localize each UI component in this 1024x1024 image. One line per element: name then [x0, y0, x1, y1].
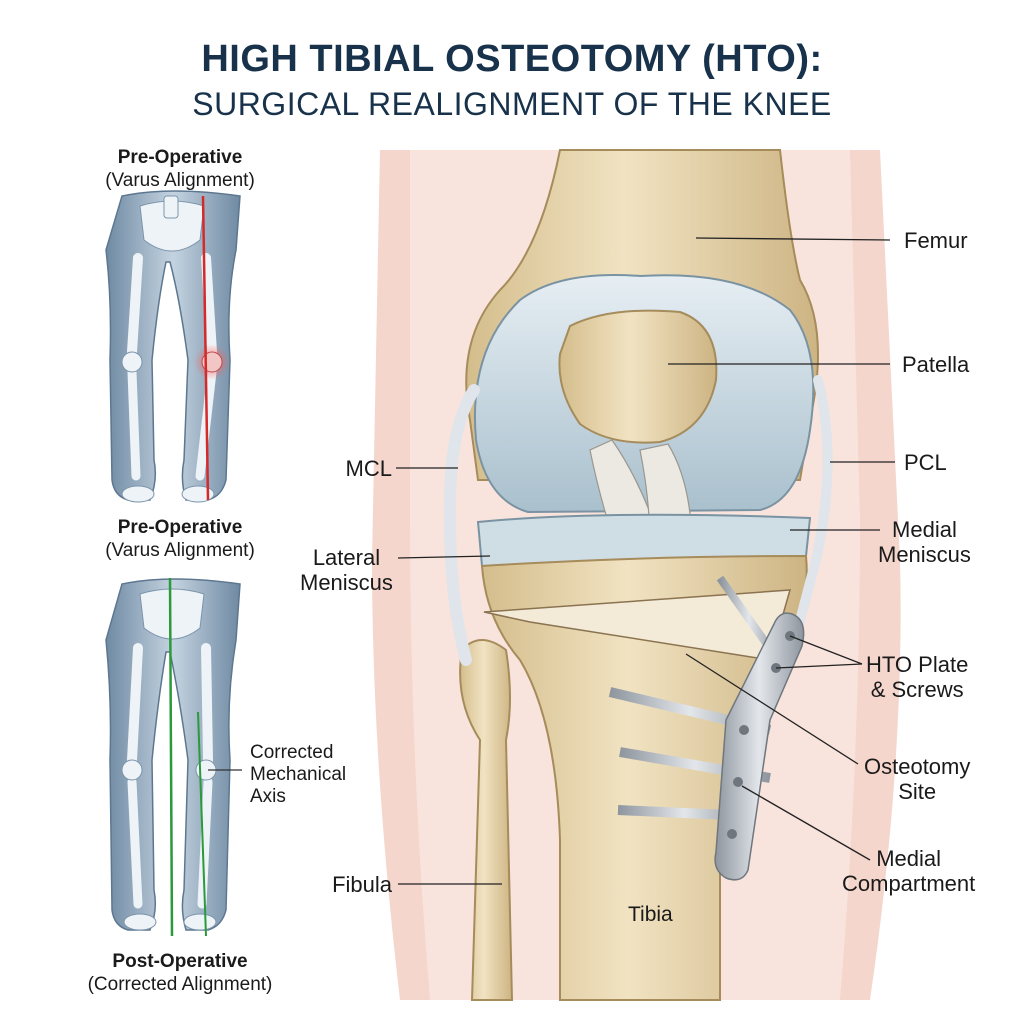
label-pcl: PCL [904, 450, 947, 475]
label-osteotomy-site-line2: Site [898, 779, 937, 804]
label-medial-compartment: Medial Compartment [842, 846, 975, 896]
axis-label: Corrected Mechanical Axis [250, 742, 346, 808]
leader-plate-2 [775, 663, 863, 669]
caption-top-sub: (Varus Alignment) [105, 170, 255, 191]
label-hto-plate-line1: HTO Plate [866, 652, 969, 677]
label-lateral-meniscus: Lateral Meniscus [300, 545, 393, 595]
label-medial-compartment-line1: Medial [876, 846, 942, 871]
varus-axis-line-top [201, 195, 210, 501]
label-fibula: Fibula [332, 872, 392, 897]
leader-medial-compartment [741, 785, 871, 861]
leader-femur [695, 237, 891, 241]
caption-bottom: Post-Operative (Corrected Alignment) [30, 950, 330, 996]
label-lateral-meniscus-line1: Lateral [312, 545, 381, 570]
leader-lateral-meniscus [397, 555, 491, 559]
caption-top: Pre-Operative (Varus Alignment) [40, 146, 320, 192]
knee-illustration [372, 149, 901, 1001]
caption-bottom-sub: (Corrected Alignment) [87, 974, 273, 995]
label-hto-plate-line2: & Screws [870, 677, 964, 702]
label-medial-meniscus-line1: Medial [892, 517, 957, 542]
legs-pre-op-middle [105, 577, 242, 937]
hto-plate [714, 612, 805, 881]
label-hto-plate: HTO Plate & Screws [866, 652, 968, 702]
label-patella: Patella [902, 352, 970, 377]
label-osteotomy-site-line1: Osteotomy [864, 754, 971, 779]
title-line-1: HIGH TIBIAL OSTEOTOMY (HTO): [201, 38, 823, 80]
patella-bone [558, 309, 718, 444]
caption-bottom-heading: Post-Operative [112, 951, 248, 972]
label-mcl: MCL [345, 456, 392, 481]
label-medial-compartment-line2: Compartment [842, 871, 976, 896]
label-osteotomy-site: Osteotomy Site [864, 754, 970, 804]
axis-label-line3: Axis [250, 786, 286, 807]
label-medial-meniscus-line2: Meniscus [878, 542, 971, 567]
label-medial-meniscus: Medial Meniscus [878, 517, 971, 567]
legs-pre-op-top [105, 190, 241, 503]
mcl-ligament [443, 384, 480, 666]
axis-label-line1: Corrected [250, 742, 334, 763]
label-lateral-meniscus-line2: Meniscus [300, 570, 393, 595]
fibula-bone [459, 639, 514, 1001]
label-femur: Femur [904, 228, 968, 253]
corrected-axis-line-leg [197, 711, 207, 937]
label-tibia: Tibia [628, 903, 673, 926]
leader-plate-1 [789, 635, 863, 665]
title-line-2: SURGICAL REALIGNMENT OF THE KNEE [192, 86, 832, 122]
caption-middle-sub: (Varus Alignment) [105, 540, 255, 561]
caption-middle-heading: Pre-Operative [117, 517, 243, 538]
caption-middle: Pre-Operative (Varus Alignment) [40, 516, 320, 562]
caption-top-heading: Pre-Operative [117, 147, 243, 168]
corrected-axis-line-center [168, 577, 174, 937]
axis-label-line2: Mechanical [250, 764, 347, 785]
leader-osteotomy [685, 653, 859, 765]
leader-lines [396, 237, 895, 885]
